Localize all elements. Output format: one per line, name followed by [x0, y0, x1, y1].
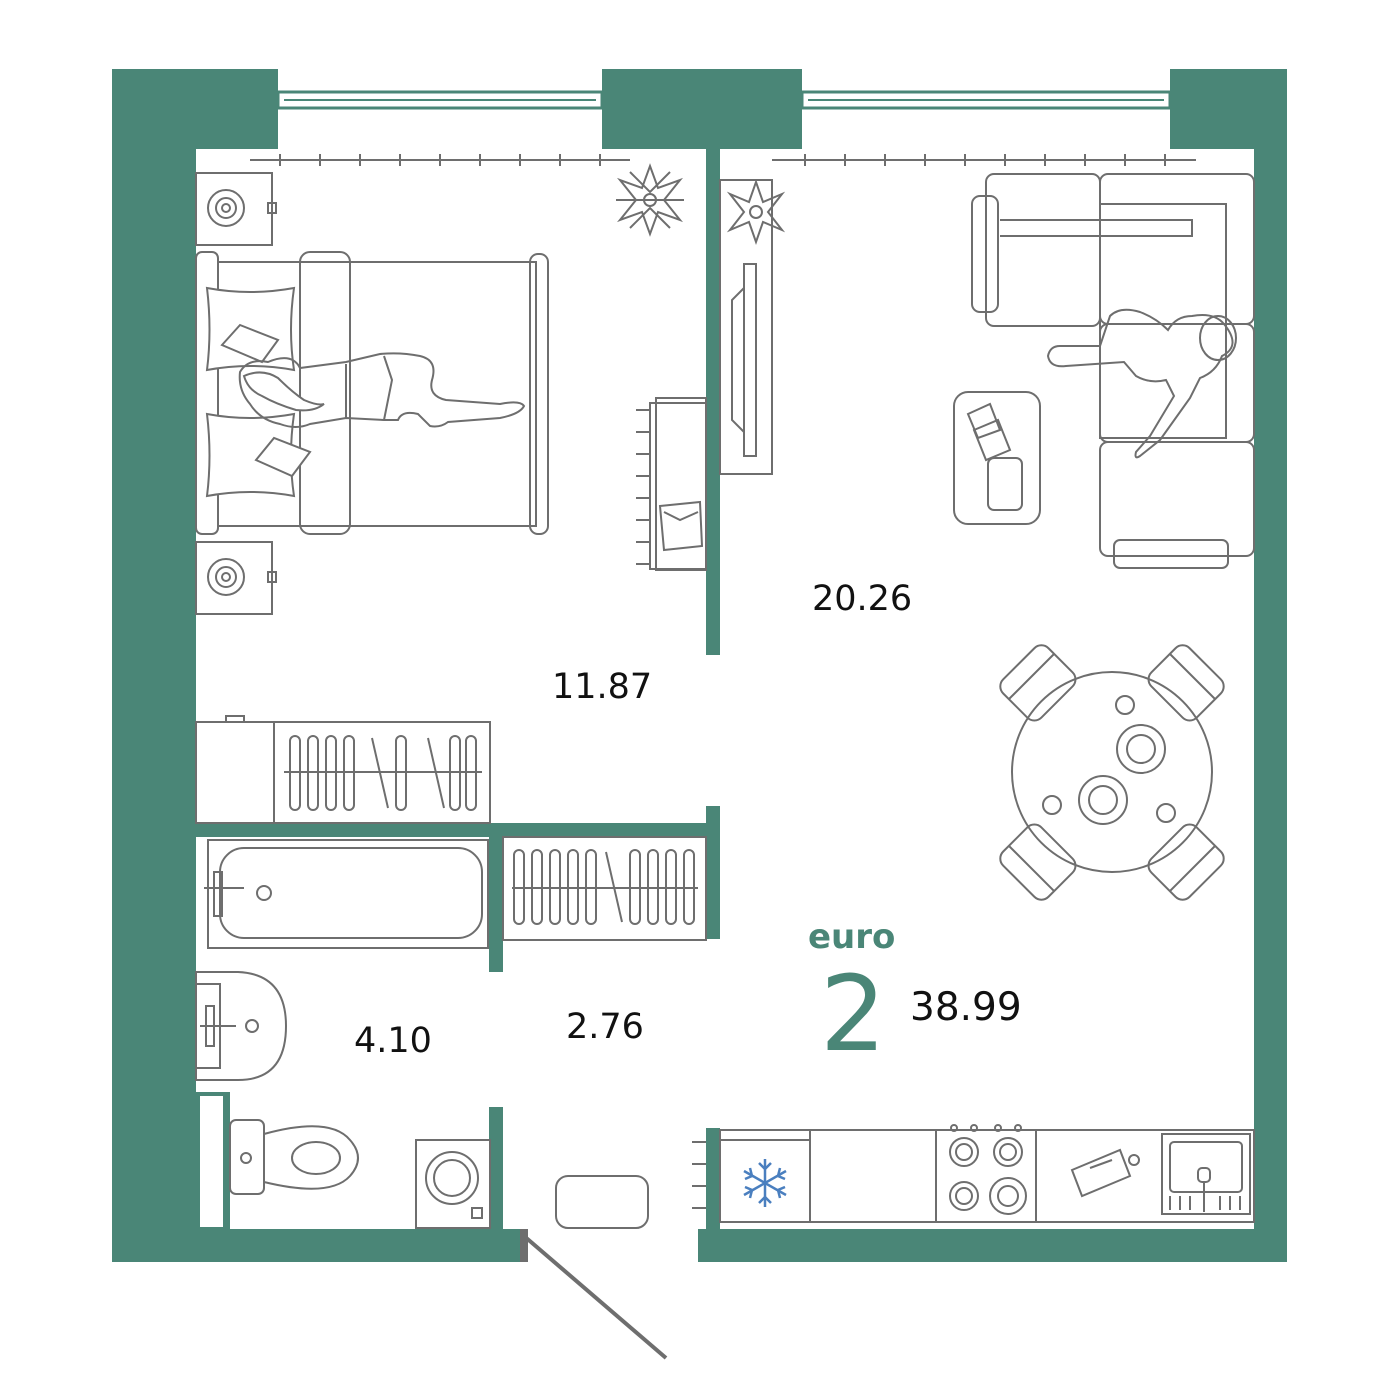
washing-machine: [415, 1139, 491, 1229]
wall-top-middle: [602, 69, 802, 149]
nightstand-top: [195, 172, 277, 246]
wardrobe-bedroom: [195, 715, 491, 824]
tv-stand: [719, 179, 773, 475]
cutting-board: [1070, 1148, 1140, 1198]
wall-bottom-right: [698, 1229, 1287, 1262]
wall-right: [1254, 69, 1287, 1262]
curtain-rail-living: [772, 154, 1196, 166]
windows: [276, 90, 1172, 110]
area-label-hallway: 2.76: [566, 1007, 644, 1047]
plate-2: [1078, 775, 1128, 825]
wall-bottom-left: [112, 1229, 524, 1262]
wall-left: [112, 69, 196, 1262]
area-label-living: 20.26: [812, 579, 912, 619]
curtain-rail-bedroom: [250, 154, 630, 166]
plant-icon-living: [726, 178, 786, 246]
total-area: 38.99: [910, 985, 1022, 1030]
sofa: [971, 173, 1255, 569]
entrance-door: [520, 1229, 668, 1360]
bed: [195, 251, 549, 535]
wall-partition-bath-top: [196, 823, 720, 837]
area-label-bathroom: 4.10: [354, 1021, 432, 1061]
nightstand-bottom: [195, 541, 277, 615]
kitchen-counter: [692, 1129, 1255, 1223]
wall-partition-bath-right: [489, 837, 503, 972]
hallway-rug: [555, 1175, 649, 1229]
toilet: [229, 1119, 359, 1195]
dining-table: [999, 644, 1225, 901]
wardrobe-hall: [502, 836, 707, 941]
sleeping-person: [238, 352, 526, 428]
rooms-count: 2: [820, 953, 886, 1075]
area-label-bedroom: 11.87: [552, 667, 652, 707]
coffee-table: [953, 391, 1041, 525]
plate-1: [1116, 724, 1166, 774]
sink-icon: [1161, 1133, 1251, 1215]
wall-partition-bedroom-living: [706, 149, 720, 655]
sink-bathroom: [195, 971, 288, 1081]
window-bedroom: [276, 90, 604, 110]
window-living: [800, 90, 1172, 110]
walls: [112, 69, 1287, 1262]
wall-partition-kitchen: [706, 1128, 720, 1229]
bathtub: [204, 839, 489, 949]
desk: [636, 397, 707, 571]
wall-partition-hall: [706, 806, 720, 939]
wall-partition-toilet: [489, 1107, 503, 1229]
plan-type-label: euro: [808, 917, 895, 957]
snowflake-icon: [743, 1159, 787, 1207]
stove-icon: [949, 1124, 1027, 1215]
sitting-person: [1046, 308, 1237, 459]
plant-icon-bedroom: [616, 163, 684, 237]
